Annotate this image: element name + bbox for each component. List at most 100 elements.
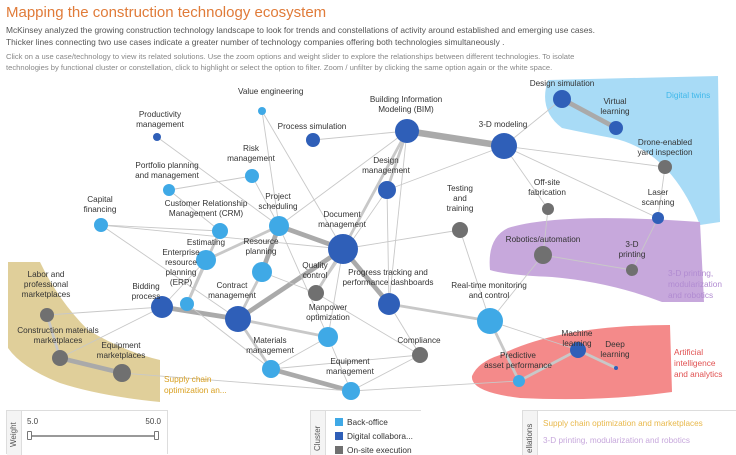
- edge-portfolio-risk[interactable]: [168, 175, 253, 191]
- edge-design_mgmt-modeling_3d[interactable]: [386, 145, 505, 191]
- edge-process_sim-bim[interactable]: [312, 130, 408, 141]
- node-contract[interactable]: [225, 306, 251, 332]
- node-compliance[interactable]: [412, 347, 428, 363]
- node-predictive[interactable]: [513, 375, 525, 387]
- edge-scheduling-estimating[interactable]: [204, 224, 281, 262]
- edge-design_sim-virtual_learning[interactable]: [559, 96, 619, 131]
- node-estimating[interactable]: [196, 250, 216, 270]
- node-erp[interactable]: [180, 297, 194, 311]
- edge-robotics-printing3d[interactable]: [542, 254, 633, 271]
- node-resource[interactable]: [252, 262, 272, 282]
- legend-swatch: [335, 432, 343, 440]
- legend-item-back-office[interactable]: Back-office: [335, 417, 388, 427]
- node-document[interactable]: [328, 234, 358, 264]
- weight-slider-max-handle[interactable]: [154, 431, 159, 440]
- node-realtime[interactable]: [477, 308, 503, 334]
- node-crm[interactable]: [212, 223, 228, 239]
- node-process-sim[interactable]: [306, 133, 320, 147]
- node-portfolio[interactable]: [163, 184, 175, 196]
- node-risk[interactable]: [245, 169, 259, 183]
- edge-construction_mkt-equipment_mkt[interactable]: [57, 355, 125, 376]
- weight-filter[interactable]: Weight 5.0 50.0: [6, 410, 168, 455]
- constellation-filter-header: ellations: [523, 411, 538, 455]
- node-quality[interactable]: [308, 285, 324, 301]
- edge-contract-manpower[interactable]: [236, 317, 330, 339]
- node-drone[interactable]: [658, 160, 672, 174]
- node-capital[interactable]: [94, 218, 108, 232]
- edge-machine-predictive[interactable]: [517, 348, 580, 383]
- constellation-item-supply-chain[interactable]: Supply chain optimization and marketplac…: [543, 419, 703, 428]
- node-printing3d[interactable]: [626, 264, 638, 276]
- weight-slider-track[interactable]: [27, 431, 159, 440]
- legend-label: Digital collabora...: [347, 431, 413, 441]
- edge-capital-contract[interactable]: [100, 224, 239, 320]
- weight-slider-min-handle[interactable]: [27, 431, 32, 440]
- edge-testing-realtime[interactable]: [459, 229, 491, 322]
- edge-bim-modeling_3d[interactable]: [403, 127, 508, 150]
- node-deep[interactable]: [614, 366, 618, 370]
- node-materials[interactable]: [262, 360, 280, 378]
- edge-modeling_3d-laser[interactable]: [503, 145, 659, 219]
- edge-materials-equipment_mgmt[interactable]: [268, 366, 354, 394]
- node-bidding[interactable]: [151, 296, 173, 318]
- node-bim[interactable]: [395, 119, 419, 143]
- edge-drone-laser[interactable]: [657, 166, 666, 219]
- node-equipment-mgmt[interactable]: [342, 382, 360, 400]
- edge-capital-crm[interactable]: [100, 224, 221, 232]
- node-testing[interactable]: [452, 222, 468, 238]
- node-modeling-3d[interactable]: [491, 133, 517, 159]
- page-title: Mapping the construction technology ecos…: [6, 4, 327, 21]
- edge-robotics-realtime[interactable]: [489, 254, 544, 322]
- node-productivity[interactable]: [153, 133, 161, 141]
- edge-predictive-equipment_mgmt[interactable]: [350, 380, 520, 392]
- node-equipment-mkt[interactable]: [113, 364, 131, 382]
- node-construction-mkt[interactable]: [52, 350, 68, 366]
- edge-erp-materials[interactable]: [186, 303, 272, 370]
- node-labor[interactable]: [40, 308, 54, 322]
- node-machine[interactable]: [570, 342, 586, 358]
- edge-bidding-construction_mkt[interactable]: [59, 306, 163, 359]
- edge-printing3d-laser[interactable]: [631, 217, 659, 271]
- edge-compliance-equipment_mgmt[interactable]: [350, 354, 421, 392]
- edge-scheduling-manpower[interactable]: [278, 225, 329, 338]
- edge-equipment_mgmt-equipment_mkt[interactable]: [121, 372, 352, 392]
- edge-productivity-scheduling[interactable]: [156, 136, 280, 227]
- legend-item-digital-collaboration[interactable]: Digital collabora...: [335, 431, 413, 441]
- node-manpower[interactable]: [318, 327, 338, 347]
- legend-item-on-site-execution[interactable]: On-site execution: [335, 445, 412, 455]
- edge-materials-compliance[interactable]: [270, 354, 421, 370]
- cluster-label-digital-twins[interactable]: Digital twins: [666, 90, 710, 100]
- edge-realtime-machine[interactable]: [489, 320, 579, 351]
- edge-document-contract[interactable]: [235, 246, 346, 322]
- edge-bim-document[interactable]: [341, 129, 409, 251]
- cluster-shape-printing[interactable]: [489, 218, 704, 302]
- node-laser[interactable]: [652, 212, 664, 224]
- constellation-item-printing[interactable]: 3-D printing, modularization and robotic…: [543, 436, 690, 445]
- cluster-legend-title: Cluster: [313, 425, 322, 451]
- edge-value_eng-document[interactable]: [261, 110, 344, 250]
- edge-portfolio-crm[interactable]: [168, 189, 221, 232]
- edge-modeling_3d-drone[interactable]: [503, 145, 666, 168]
- node-offsite[interactable]: [542, 203, 554, 215]
- edge-progress-realtime[interactable]: [388, 303, 491, 322]
- node-design-mgmt[interactable]: [378, 181, 396, 199]
- edge-testing-document[interactable]: [342, 229, 461, 250]
- edge-value_eng-scheduling[interactable]: [261, 110, 280, 227]
- node-value-eng[interactable]: [258, 107, 266, 115]
- node-design-sim[interactable]: [553, 90, 571, 108]
- node-scheduling[interactable]: [269, 216, 289, 236]
- edge-design_mgmt-progress[interactable]: [386, 189, 390, 305]
- node-progress[interactable]: [378, 293, 400, 315]
- node-robotics[interactable]: [534, 246, 552, 264]
- edge-materials-manpower[interactable]: [270, 336, 329, 370]
- edge-bim-scheduling[interactable]: [278, 130, 408, 227]
- node-virtual-learning[interactable]: [609, 121, 623, 135]
- edge-bidding-labor[interactable]: [46, 306, 163, 316]
- edge-bim-progress[interactable]: [388, 130, 408, 305]
